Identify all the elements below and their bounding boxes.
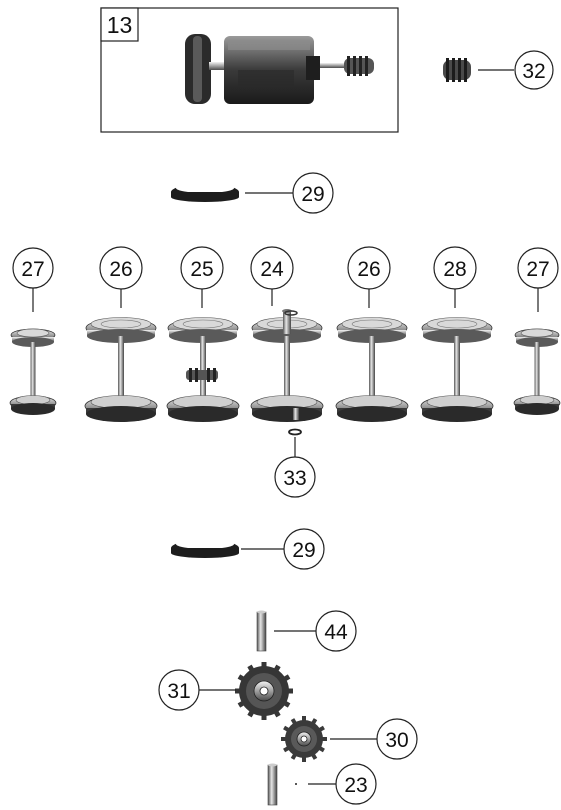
callout-27-right-label: 27 — [526, 258, 549, 281]
motor-part-number: 13 — [107, 12, 133, 38]
callout-29-bottom-label: 29 — [292, 539, 315, 562]
callout-44 — [315, 610, 357, 652]
traction-tire-bottom — [171, 539, 239, 558]
wheelset-25 — [166, 317, 240, 423]
callout-27-left-label: 27 — [21, 258, 44, 281]
callout-27-left — [12, 247, 54, 289]
motor-worm — [344, 56, 374, 76]
callout-25-label: 25 — [190, 258, 213, 281]
callout-23 — [335, 763, 377, 805]
wheelset-27-right — [513, 328, 561, 416]
callout-33 — [274, 456, 316, 498]
callout-32-label: 32 — [522, 60, 545, 83]
wheelset-26-left — [84, 317, 158, 423]
callout-31-label: 31 — [167, 680, 190, 703]
callout-32 — [514, 50, 554, 90]
callout-26-right-label: 26 — [357, 258, 380, 281]
washer-part — [288, 428, 302, 436]
callout-28 — [433, 246, 477, 290]
callout-24-label: 24 — [260, 258, 284, 281]
callout-30 — [376, 718, 418, 760]
axle-pin-44 — [256, 611, 267, 652]
callout-29-bottom — [283, 528, 325, 570]
callout-28-label: 28 — [443, 258, 466, 281]
gear-31 — [235, 662, 293, 720]
wheelset-callouts: 27 26 25 24 26 28 27 — [12, 246, 559, 312]
callout-23-label: 23 — [344, 774, 367, 797]
axle-pin-23 — [267, 764, 278, 806]
traction-tire-top — [171, 183, 239, 202]
callout-26-right — [347, 246, 391, 290]
callout-44-label: 44 — [324, 621, 348, 644]
motor-assembly: 13 — [100, 7, 399, 133]
callout-24 — [250, 246, 294, 290]
wheelset-24 — [250, 309, 324, 423]
callout-29-top-label: 29 — [301, 183, 324, 206]
worm-part — [443, 58, 471, 82]
callout-29-top — [292, 172, 334, 214]
callout-26-left — [99, 246, 143, 290]
motor-frame — [100, 7, 399, 133]
callout-31 — [158, 669, 200, 711]
callout-26-left-label: 26 — [109, 258, 132, 281]
callout-27-right — [517, 247, 559, 289]
wheelset-27-left — [9, 328, 57, 416]
callout-30-label: 30 — [385, 729, 408, 752]
wheelset-28 — [420, 317, 494, 423]
gear-30 — [281, 716, 327, 762]
motor-label-box — [100, 7, 139, 42]
wheelset-26-right — [335, 317, 409, 423]
callout-33-label: 33 — [283, 467, 306, 490]
callout-25 — [180, 246, 224, 290]
